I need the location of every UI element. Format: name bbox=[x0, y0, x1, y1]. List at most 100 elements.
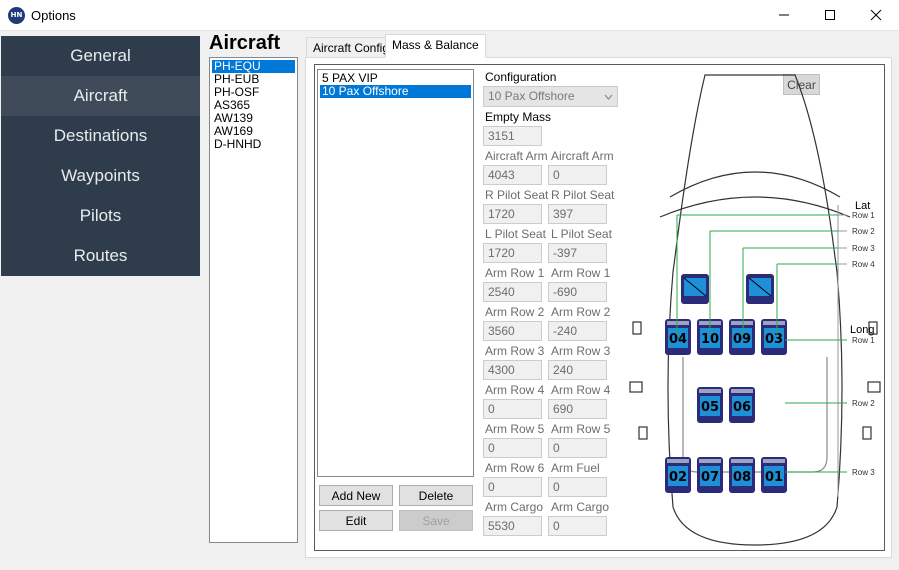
row-label: Row 4 bbox=[852, 260, 875, 269]
save-button[interactable]: Save bbox=[399, 510, 473, 531]
close-icon bbox=[870, 9, 882, 21]
arm-field[interactable]: -240 bbox=[548, 321, 607, 341]
passenger-seat-icon: 01 bbox=[761, 457, 787, 493]
long-label: Long bbox=[850, 324, 874, 336]
arm-label: Arm Row 2 bbox=[485, 305, 545, 319]
row-label: Row 2 bbox=[852, 399, 875, 408]
passenger-seat-icon: 09 bbox=[729, 319, 755, 355]
arm-label: Arm Row 6 bbox=[485, 461, 545, 475]
list-item[interactable]: 10 Pax Offshore bbox=[320, 85, 471, 98]
edit-button[interactable]: Edit bbox=[319, 510, 393, 531]
nav-item-waypoints[interactable]: Waypoints bbox=[61, 166, 140, 185]
arm-field[interactable]: 5530 bbox=[483, 516, 542, 536]
page-title: Aircraft bbox=[209, 32, 281, 54]
configuration-list[interactable]: 5 PAX VIP 10 Pax Offshore bbox=[317, 69, 474, 477]
row-label: Row 3 bbox=[852, 468, 875, 477]
arm-field[interactable]: 1720 bbox=[483, 204, 542, 224]
seat-number: 01 bbox=[765, 470, 783, 485]
clear-button[interactable]: Clear bbox=[783, 74, 820, 95]
arm-field[interactable]: 0 bbox=[548, 477, 607, 497]
arm-label: Arm Row 2 bbox=[551, 305, 611, 319]
arm-field[interactable]: 397 bbox=[548, 204, 607, 224]
list-item[interactable]: AS365 bbox=[214, 98, 251, 112]
passenger-seat-icon: 06 bbox=[729, 387, 755, 423]
arm-field[interactable]: 0 bbox=[548, 165, 607, 185]
configuration-select[interactable]: 10 Pax Offshore bbox=[483, 86, 618, 107]
list-item[interactable]: PH-EUB bbox=[214, 72, 260, 86]
aircraft-list[interactable]: PH-EQU PH-EUB PH-OSF AS365 AW139 AW169 D… bbox=[209, 57, 298, 543]
arm-label: R Pilot Seat bbox=[551, 188, 615, 202]
passenger-seat-icon: 10 bbox=[697, 319, 723, 355]
arm-label: Arm Row 4 bbox=[551, 383, 611, 397]
arm-label: Arm Row 3 bbox=[485, 344, 545, 358]
seat-number: 09 bbox=[733, 332, 751, 347]
seating-diagram: 04 10 09 03 05 06 02 07 08 01 Row 1 Row 2 Row 3 Row … bbox=[629, 74, 881, 546]
list-item[interactable]: PH-OSF bbox=[214, 85, 260, 99]
passenger-seat-icon: 03 bbox=[761, 319, 787, 355]
passenger-seat-icon: 02 bbox=[665, 457, 691, 493]
nav-item-destinations[interactable]: Destinations bbox=[53, 126, 148, 145]
delete-button[interactable]: Delete bbox=[399, 485, 473, 506]
row-label: Row 2 bbox=[852, 227, 875, 236]
arm-label: Aircraft Arm bbox=[551, 149, 614, 163]
close-button[interactable] bbox=[853, 0, 899, 31]
tab-mass-balance[interactable]: Mass & Balance bbox=[385, 34, 486, 58]
row-label: Row 3 bbox=[852, 244, 875, 253]
seat-number: 06 bbox=[733, 400, 751, 415]
passenger-seat-icon: 05 bbox=[697, 387, 723, 423]
list-item[interactable]: PH-EQU bbox=[212, 60, 295, 73]
seat-number: 04 bbox=[669, 332, 687, 347]
lat-label: Lat bbox=[855, 200, 870, 212]
list-item[interactable]: AW169 bbox=[214, 124, 253, 138]
seat-number: 07 bbox=[701, 470, 719, 485]
passenger-seat-icon: 04 bbox=[665, 319, 691, 355]
add-new-button[interactable]: Add New bbox=[319, 485, 393, 506]
arm-label: L Pilot Seat bbox=[485, 227, 546, 241]
arm-field[interactable]: -397 bbox=[548, 243, 607, 263]
arm-label: Aircraft Arm bbox=[485, 149, 548, 163]
arm-field[interactable]: 4043 bbox=[483, 165, 542, 185]
configuration-label: Configuration bbox=[485, 70, 557, 84]
tab-aircraft-config[interactable]: Aircraft Config bbox=[306, 37, 397, 58]
arm-field[interactable]: -690 bbox=[548, 282, 607, 302]
arm-field[interactable]: 0 bbox=[548, 516, 607, 536]
arm-field[interactable]: 240 bbox=[548, 360, 607, 380]
arm-field[interactable]: 0 bbox=[483, 477, 542, 497]
arm-field[interactable]: 690 bbox=[548, 399, 607, 419]
arm-label: Arm Cargo bbox=[551, 500, 610, 514]
seat-number: 02 bbox=[669, 470, 687, 485]
row-label: Row 1 bbox=[852, 211, 875, 220]
window-title: Options bbox=[31, 8, 76, 23]
arm-label: Arm Row 3 bbox=[551, 344, 611, 358]
arm-label: R Pilot Seat bbox=[485, 188, 549, 202]
pilot-seat-icon bbox=[746, 274, 774, 304]
passenger-seat-icon: 08 bbox=[729, 457, 755, 493]
minimize-icon bbox=[779, 14, 789, 16]
arm-field[interactable]: 3560 bbox=[483, 321, 542, 341]
chevron-down-icon bbox=[604, 94, 613, 100]
arm-field[interactable]: 0 bbox=[483, 438, 542, 458]
list-item[interactable]: 5 PAX VIP bbox=[322, 71, 378, 85]
arm-label: Arm Row 4 bbox=[485, 383, 545, 397]
nav-item-general[interactable]: General bbox=[70, 46, 131, 65]
arm-field[interactable]: 0 bbox=[548, 438, 607, 458]
empty-mass-label: Empty Mass bbox=[485, 110, 552, 124]
arm-label: Arm Fuel bbox=[551, 461, 600, 475]
arm-field[interactable]: 0 bbox=[483, 399, 542, 419]
nav-item-routes[interactable]: Routes bbox=[73, 246, 128, 265]
arm-label: Arm Row 1 bbox=[551, 266, 611, 280]
arm-field[interactable]: 2540 bbox=[483, 282, 542, 302]
nav-item-aircraft[interactable]: Aircraft bbox=[1, 76, 200, 116]
seat-number: 08 bbox=[733, 470, 751, 485]
arm-field[interactable]: 1720 bbox=[483, 243, 542, 263]
nav-item-pilots[interactable]: Pilots bbox=[79, 206, 122, 225]
arm-field[interactable]: 4300 bbox=[483, 360, 542, 380]
minimize-button[interactable] bbox=[761, 0, 807, 31]
title-bar: HN Options bbox=[0, 0, 899, 31]
maximize-button[interactable] bbox=[807, 0, 853, 31]
row-label: Row 1 bbox=[852, 336, 875, 345]
empty-mass-field[interactable]: 3151 bbox=[483, 126, 542, 146]
list-item[interactable]: AW139 bbox=[214, 111, 253, 125]
list-item[interactable]: D-HNHD bbox=[214, 137, 262, 151]
side-navigation: General Aircraft Destinations Waypoints … bbox=[1, 36, 200, 276]
